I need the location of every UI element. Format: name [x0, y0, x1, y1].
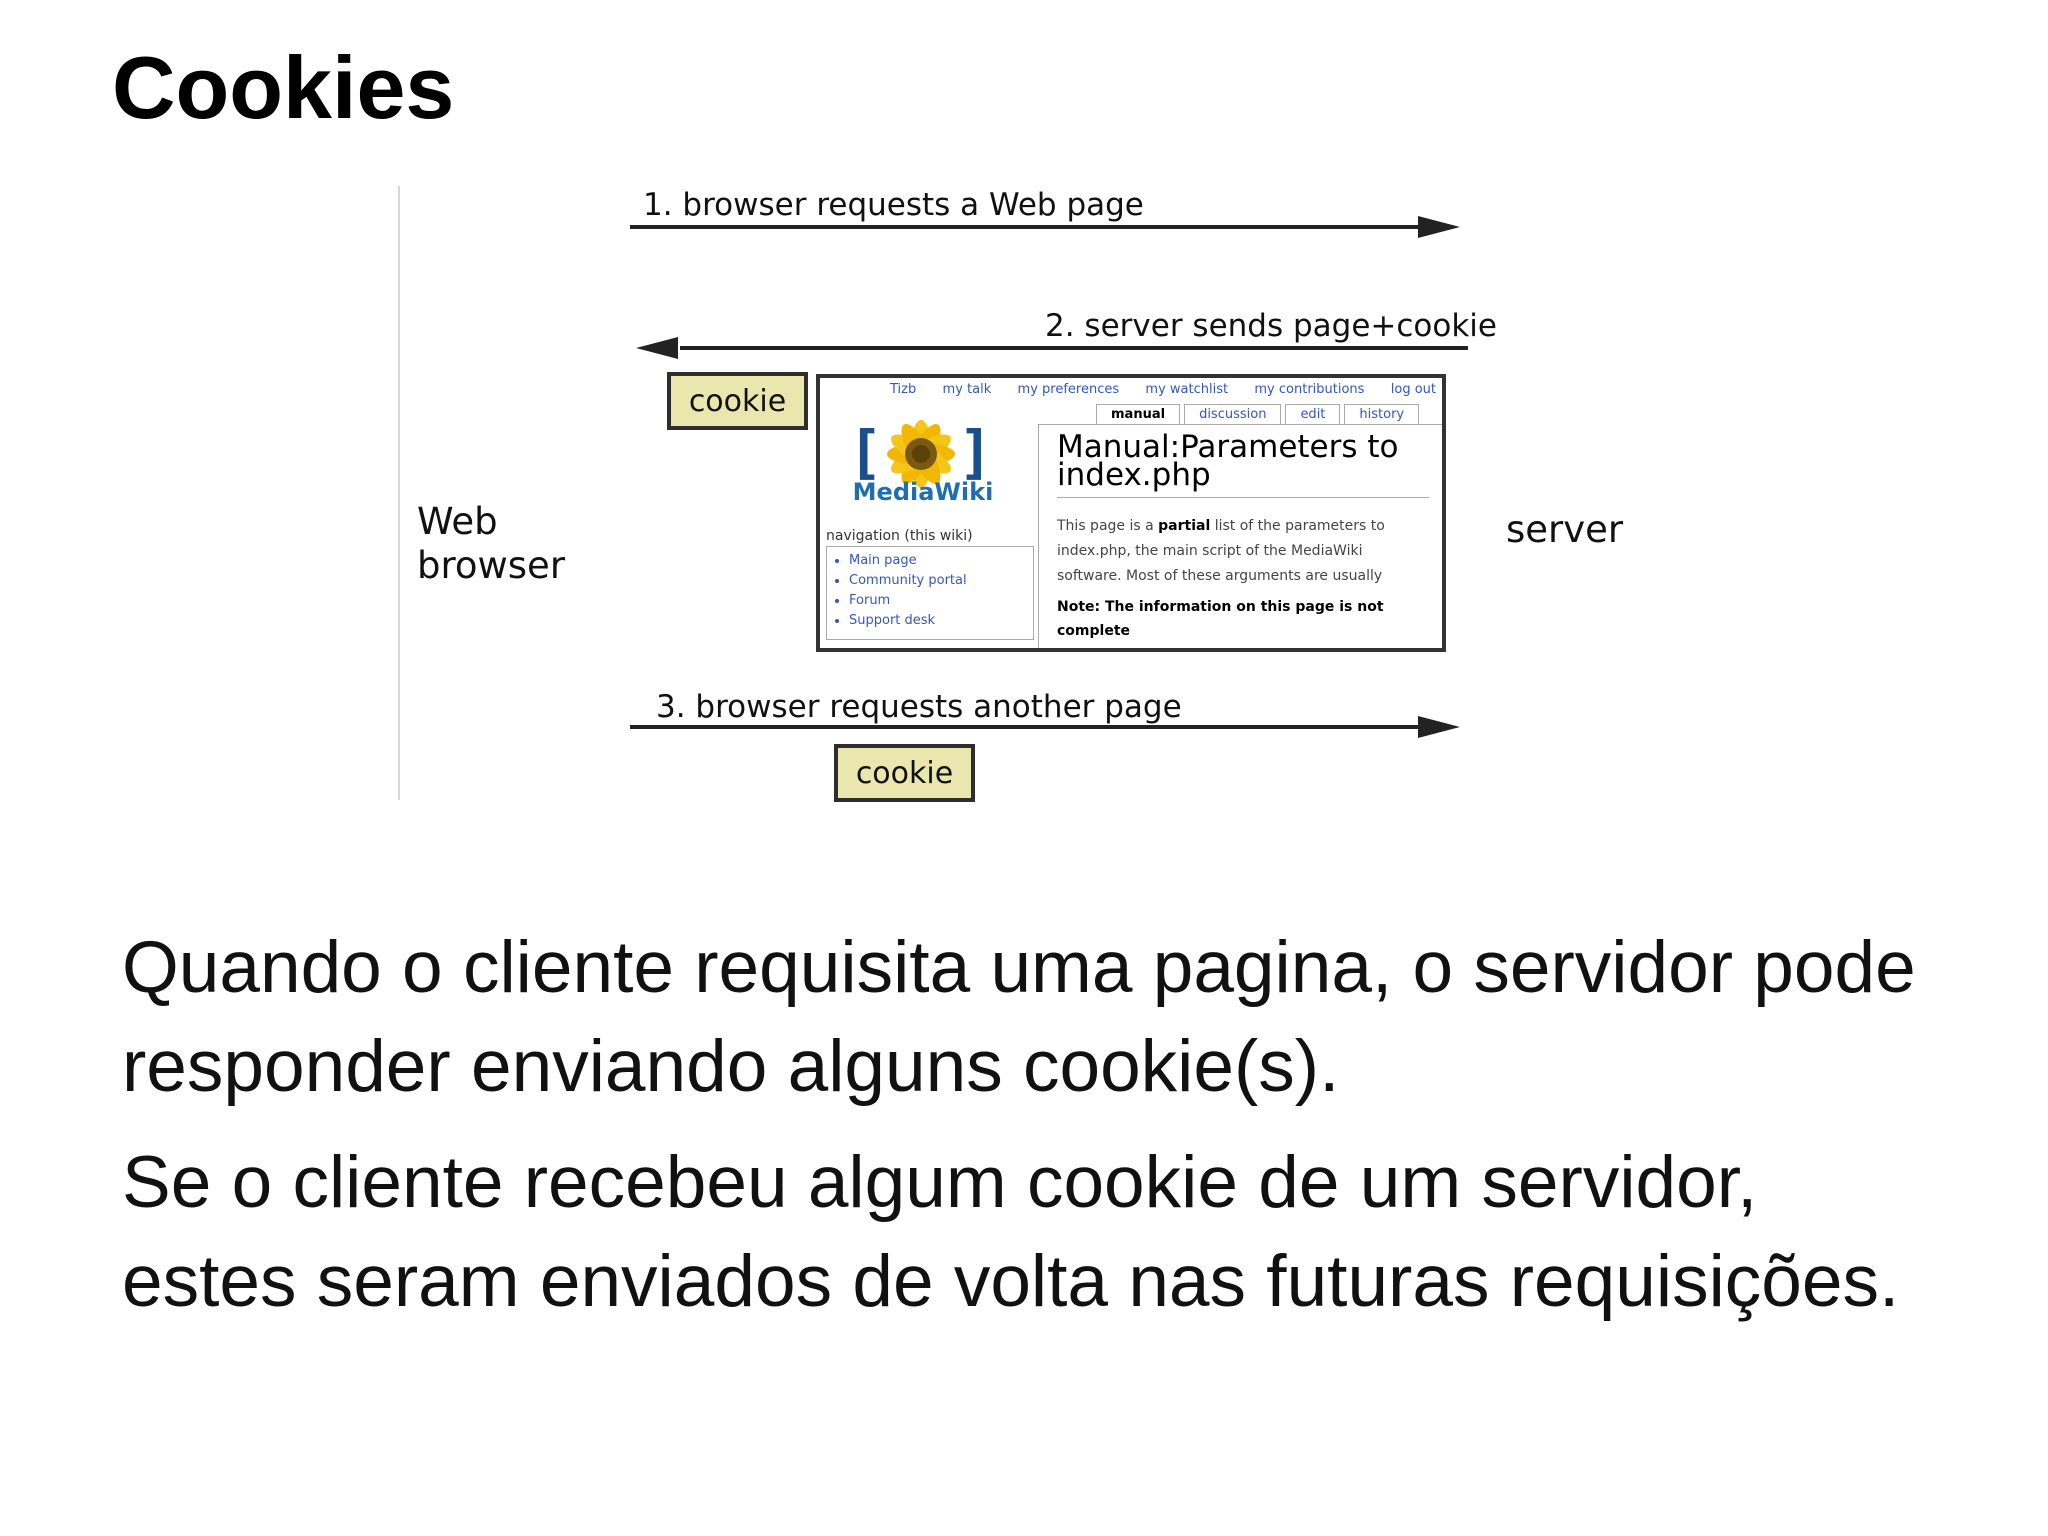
wiki-nav-item: Forum [849, 591, 1033, 611]
wiki-content: Manual:Parameters to index.php This page… [1038, 424, 1442, 648]
step-1-label: 1. browser requests a Web page [643, 187, 1144, 223]
wiki-page-heading: Manual:Parameters to index.php [1057, 432, 1429, 498]
wiki-tab-manual: manual [1096, 404, 1181, 426]
wiki-tab-discussion: discussion [1184, 404, 1282, 426]
wiki-nav-item: Main page [849, 551, 1033, 571]
wiki-user-tool: my talk [942, 382, 992, 397]
wiki-user-tools: Tizb my talk my preferences my watchlist… [890, 382, 1436, 400]
slide-title: Cookies [112, 38, 455, 137]
step-3-label: 3. browser requests another page [656, 689, 1182, 725]
wiki-user-tool: Tizb [890, 382, 917, 397]
wiki-nav-item: Community portal [849, 571, 1033, 591]
paragraph-1: Quando o cliente requisita uma pagina, o… [122, 927, 1916, 1107]
mediawiki-brand: MediaWiki [852, 478, 994, 506]
response-arrowhead [636, 337, 678, 359]
step-2-label: 2. server sends page+cookie [1045, 308, 1497, 344]
wiki-tab-history: history [1344, 404, 1420, 426]
wiki-user-tool: my preferences [1017, 382, 1120, 397]
second-request-arrowhead [1418, 716, 1460, 738]
wiki-user-tool: log out [1390, 382, 1436, 397]
wiki-user-tool: my contributions [1254, 382, 1365, 397]
svg-text:]: ] [958, 418, 993, 486]
mediawiki-sunflower-logo: [ ] [848, 418, 993, 488]
request-arrowhead [1418, 216, 1460, 238]
wiki-note: Note: The information on this page is no… [1057, 599, 1384, 639]
svg-text:[: [ [848, 418, 883, 486]
cookie-badge-request: cookie [834, 744, 975, 802]
server-label: server [1506, 508, 1624, 551]
cookie-badge-response: cookie [667, 372, 808, 430]
wiki-body-start: This page is a [1057, 518, 1154, 534]
wiki-body-bold: partial [1158, 518, 1211, 534]
wiki-body-end: list of the parameters to index.php, the… [1057, 518, 1385, 584]
wiki-tab-edit: edit [1285, 404, 1341, 426]
wiki-body-text: This page is a partial list of the param… [1057, 514, 1424, 589]
wiki-nav-item: Support desk [849, 611, 1033, 631]
wiki-tabs: manual discussion edit history [1096, 404, 1436, 426]
paragraph-2: Se o cliente recebeu algum cookie de um … [122, 1142, 1900, 1322]
wiki-nav-heading: navigation (this wiki) [826, 528, 973, 544]
wiki-nav-box: Main page Community portal Forum Support… [826, 546, 1034, 640]
web-browser-label: Web browser [417, 500, 566, 588]
wiki-page-thumbnail: Tizb my talk my preferences my watchlist… [816, 374, 1446, 652]
wiki-user-tool: my watchlist [1145, 382, 1229, 397]
